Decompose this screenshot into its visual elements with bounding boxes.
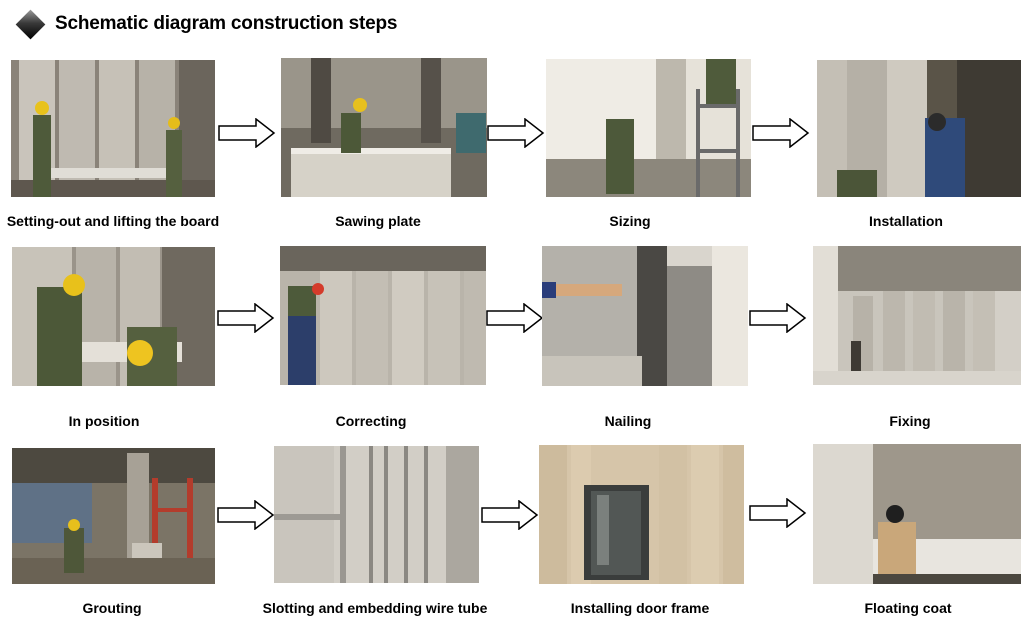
arrow-right-icon <box>749 303 807 333</box>
step-caption: Slotting and embedding wire tube <box>262 600 488 616</box>
arrow-right-icon <box>218 118 276 148</box>
header: Schematic diagram construction steps <box>14 8 397 40</box>
step-photo-sizing <box>546 59 751 197</box>
arrow-right-icon <box>481 500 539 530</box>
step-caption: Setting-out and lifting the board <box>6 213 220 229</box>
step-photo-nailing <box>542 246 748 386</box>
step-caption: Correcting <box>335 413 407 429</box>
arrow-right-icon <box>487 118 545 148</box>
arrow-right-icon <box>486 303 544 333</box>
arrow-right-icon <box>217 500 275 530</box>
step-photo-installation <box>817 60 1021 197</box>
step-caption: Installation <box>869 213 943 229</box>
step-caption: Grouting <box>82 600 142 616</box>
step-photo-door-frame <box>539 445 744 584</box>
diamond-bullet-icon <box>15 9 46 39</box>
step-photo-grouting <box>12 448 215 584</box>
step-photo-correcting <box>280 246 486 385</box>
step-caption: Installing door frame <box>570 600 710 616</box>
step-photo-fixing <box>813 246 1021 385</box>
step-photo-slotting <box>274 446 479 583</box>
step-caption: Nailing <box>604 413 652 429</box>
step-photo-floating-coat <box>813 444 1021 584</box>
step-caption: Floating coat <box>864 600 952 616</box>
step-photo-sawing-plate <box>281 58 487 197</box>
step-photo-setting-out <box>11 60 215 197</box>
step-caption: In position <box>68 413 140 429</box>
step-photo-in-position <box>12 247 215 386</box>
page-title: Schematic diagram construction steps <box>55 13 398 34</box>
step-caption: Sawing plate <box>335 213 421 229</box>
step-caption: Fixing <box>889 413 931 429</box>
step-caption: Sizing <box>609 213 651 229</box>
arrow-right-icon <box>217 303 275 333</box>
arrow-right-icon <box>752 118 810 148</box>
arrow-right-icon <box>749 498 807 528</box>
